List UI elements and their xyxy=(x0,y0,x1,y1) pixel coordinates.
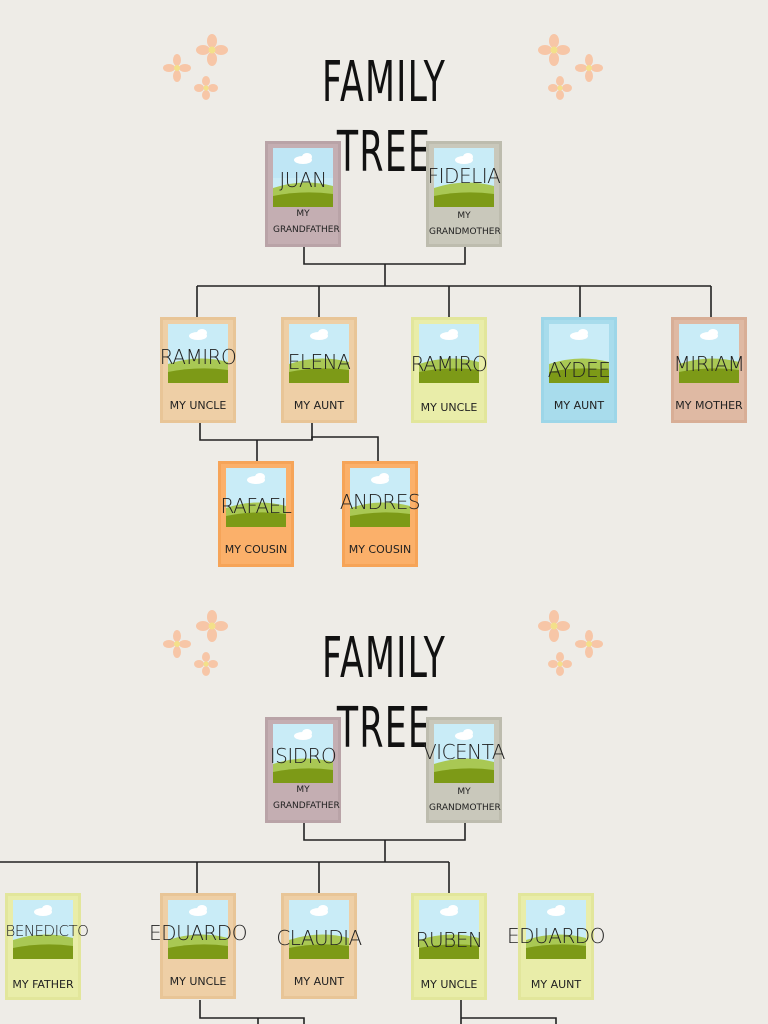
flowers-decoration-left-1 xyxy=(163,34,228,100)
landscape-icon xyxy=(273,724,333,783)
person-relation: MY FATHER xyxy=(12,978,74,991)
person-relation: MY GRANDMOTHER xyxy=(429,211,501,237)
landscape-icon xyxy=(13,900,73,959)
landscape-icon xyxy=(434,724,494,783)
person-name: RUBEN xyxy=(415,928,483,952)
person-card-rafael: RAFAEL MY COUSIN xyxy=(218,461,294,567)
person-name: VICENTA xyxy=(423,740,506,764)
person-relation: MY AUNT xyxy=(553,399,605,412)
person-name: BENEDICTO xyxy=(5,922,89,940)
person-card-juan: JUAN MY GRANDFATHER xyxy=(265,141,341,247)
person-relation: MY AUNT xyxy=(530,978,582,991)
landscape-icon xyxy=(168,900,228,959)
page-title-2: FAMILY TREE xyxy=(321,626,447,761)
landscape-icon xyxy=(289,324,349,383)
landscape-icon xyxy=(273,148,333,207)
person-card-ramiro-1: RAMIRO MY UNCLE xyxy=(160,317,237,423)
person-relation: MY AUNT xyxy=(293,975,345,988)
person-card-aydee: AYDEE MY AUNT xyxy=(541,317,617,423)
person-name: RAFAEL xyxy=(220,494,292,518)
person-relation: MY UNCLE xyxy=(420,401,478,414)
person-card-isidro: ISIDRO MY GRANDFATHER xyxy=(265,717,341,823)
landscape-icon xyxy=(168,324,228,383)
person-name: ISIDRO xyxy=(269,744,337,768)
person-relation: MY COUSIN xyxy=(348,543,412,556)
person-relation: MY AUNT xyxy=(293,399,345,412)
flowers-decoration-left-2 xyxy=(163,610,228,676)
person-card-fidelia: FIDELIA MY GRANDMOTHER xyxy=(426,141,502,247)
person-relation: MY GRANDFATHER xyxy=(273,785,340,811)
flowers-decoration-right-1 xyxy=(538,34,603,100)
landscape-icon xyxy=(226,468,286,527)
person-card-benedicto: BENEDICTO MY FATHER xyxy=(5,893,89,1000)
person-relation: MY COUSIN xyxy=(224,543,288,556)
person-card-eduardo-2: EDUARDO MY AUNT xyxy=(507,893,605,1000)
person-name: MIRIAM xyxy=(673,352,745,376)
landscape-icon xyxy=(549,324,609,383)
person-name: RAMIRO xyxy=(159,345,237,369)
person-relation: MY UNCLE xyxy=(169,975,227,988)
person-name: RAMIRO xyxy=(410,352,488,376)
landscape-icon xyxy=(419,900,479,959)
landscape-icon xyxy=(679,324,739,383)
landscape-icon xyxy=(434,148,494,207)
person-card-elena: ELENA MY AUNT xyxy=(281,317,357,423)
landscape-icon xyxy=(526,900,586,959)
person-name: ANDRES xyxy=(339,490,421,514)
person-name: CLAUDIA xyxy=(276,926,362,950)
person-name: EDUARDO xyxy=(507,924,605,948)
person-card-ramiro-2: RAMIRO MY UNCLE xyxy=(411,317,488,423)
person-name: ELENA xyxy=(287,350,351,374)
person-card-andres: ANDRES MY COUSIN xyxy=(340,461,421,567)
landscape-icon xyxy=(419,324,479,383)
landscape-icon xyxy=(289,900,349,959)
person-card-eduardo-1: EDUARDO MY UNCLE xyxy=(149,893,247,999)
person-name: FIDELIA xyxy=(427,164,501,188)
person-relation: MY UNCLE xyxy=(420,978,478,991)
page-title: FAMILY TREE xyxy=(321,50,447,185)
person-relation: MY UNCLE xyxy=(169,399,227,412)
person-card-vicenta: VICENTA MY GRANDMOTHER xyxy=(423,717,506,823)
person-name: EDUARDO xyxy=(149,921,247,945)
person-relation: MY MOTHER xyxy=(675,399,743,412)
person-relation: MY GRANDFATHER xyxy=(273,209,340,235)
person-card-claudia: CLAUDIA MY AUNT xyxy=(276,893,362,999)
person-card-miriam: MIRIAM MY MOTHER xyxy=(671,317,747,423)
flowers-decoration-right-2 xyxy=(538,610,603,676)
person-name: JUAN xyxy=(279,168,327,192)
landscape-icon xyxy=(350,468,410,527)
person-card-ruben: RUBEN MY UNCLE xyxy=(411,893,487,1000)
person-name: AYDEE xyxy=(547,358,611,382)
person-relation: MY GRANDMOTHER xyxy=(429,787,501,813)
